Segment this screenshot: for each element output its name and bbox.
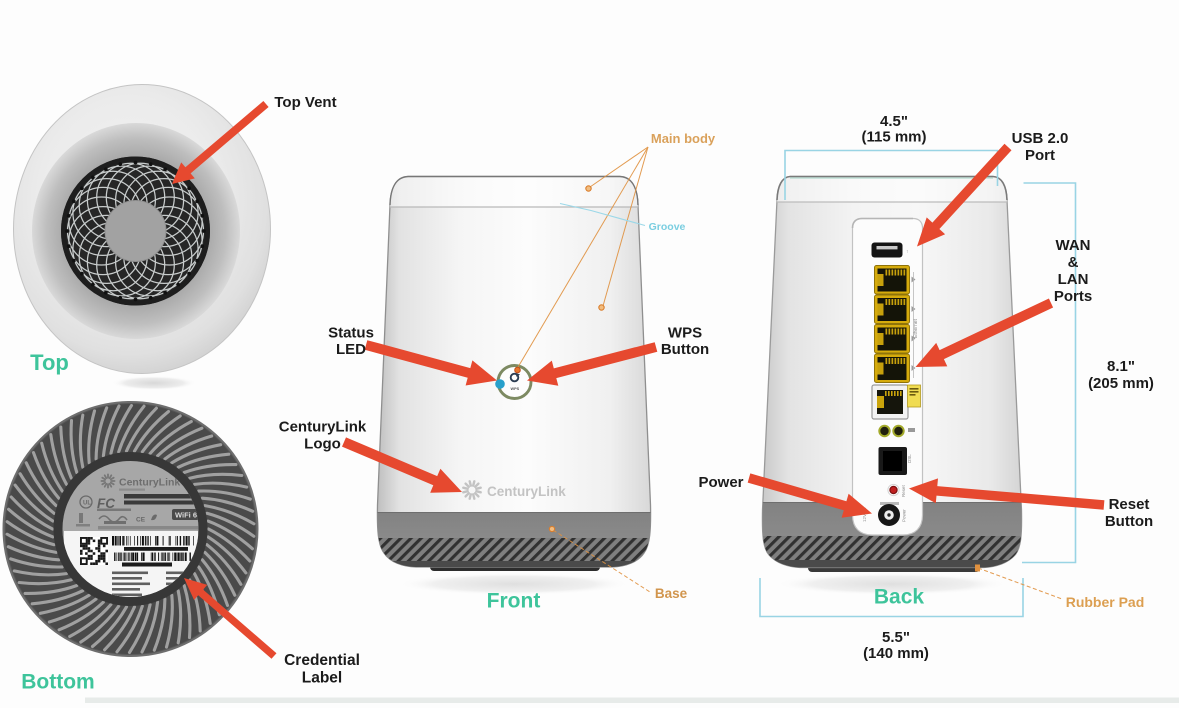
svg-text:Ports: Ports (1054, 288, 1092, 305)
svg-text:WPS: WPS (511, 387, 520, 391)
svg-text:WAN: WAN (1056, 237, 1091, 254)
svg-text:Label: Label (302, 670, 342, 687)
svg-text:Base: Base (655, 586, 688, 601)
svg-text:Top: Top (30, 350, 69, 375)
svg-text:Front: Front (487, 590, 541, 613)
svg-text:Reset: Reset (901, 484, 906, 497)
svg-text:LED: LED (336, 341, 366, 358)
svg-text:Status: Status (328, 325, 374, 342)
svg-text:Ethernet: Ethernet (913, 318, 919, 338)
svg-text:Logo: Logo (304, 436, 341, 453)
svg-text:CenturyLink: CenturyLink (487, 484, 566, 499)
svg-text:Rubber Pad: Rubber Pad (1066, 594, 1145, 610)
svg-text:Groove: Groove (649, 221, 686, 233)
svg-text:Credential: Credential (284, 652, 360, 669)
svg-text:5.5": 5.5" (882, 629, 910, 646)
svg-text:Power: Power (698, 474, 743, 491)
svg-text:USB 2.0: USB 2.0 (1012, 130, 1069, 147)
svg-text:WiFi 6: WiFi 6 (175, 511, 197, 520)
svg-text:Top Vent: Top Vent (274, 94, 336, 111)
svg-text:LAN: LAN (1058, 271, 1089, 288)
svg-text:CE: CE (136, 517, 146, 524)
svg-text:CenturyLink: CenturyLink (279, 419, 367, 436)
svg-text:WPS: WPS (668, 325, 702, 342)
svg-text:(205 mm): (205 mm) (1088, 375, 1154, 392)
svg-text:8.1": 8.1" (1107, 358, 1135, 375)
svg-text:4.5": 4.5" (880, 113, 908, 130)
svg-text:Button: Button (661, 341, 709, 358)
svg-text:Back: Back (874, 586, 925, 609)
svg-text:UL: UL (83, 501, 91, 507)
svg-text:&: & (1068, 254, 1079, 271)
svg-text:Button: Button (1105, 513, 1153, 530)
svg-text:↑: ↑ (906, 249, 909, 255)
svg-text:Bottom: Bottom (21, 671, 94, 694)
svg-text:Reset: Reset (1109, 496, 1150, 513)
svg-text:FC: FC (97, 496, 115, 511)
svg-text:Power: Power (902, 509, 907, 522)
svg-text:Port: Port (1025, 147, 1055, 164)
svg-text:CenturyLink: CenturyLink (119, 477, 180, 489)
svg-text:(140 mm): (140 mm) (863, 645, 929, 662)
svg-text:(115 mm): (115 mm) (861, 129, 926, 146)
svg-text:DSL: DSL (907, 454, 912, 463)
svg-text:Main body: Main body (651, 131, 716, 146)
